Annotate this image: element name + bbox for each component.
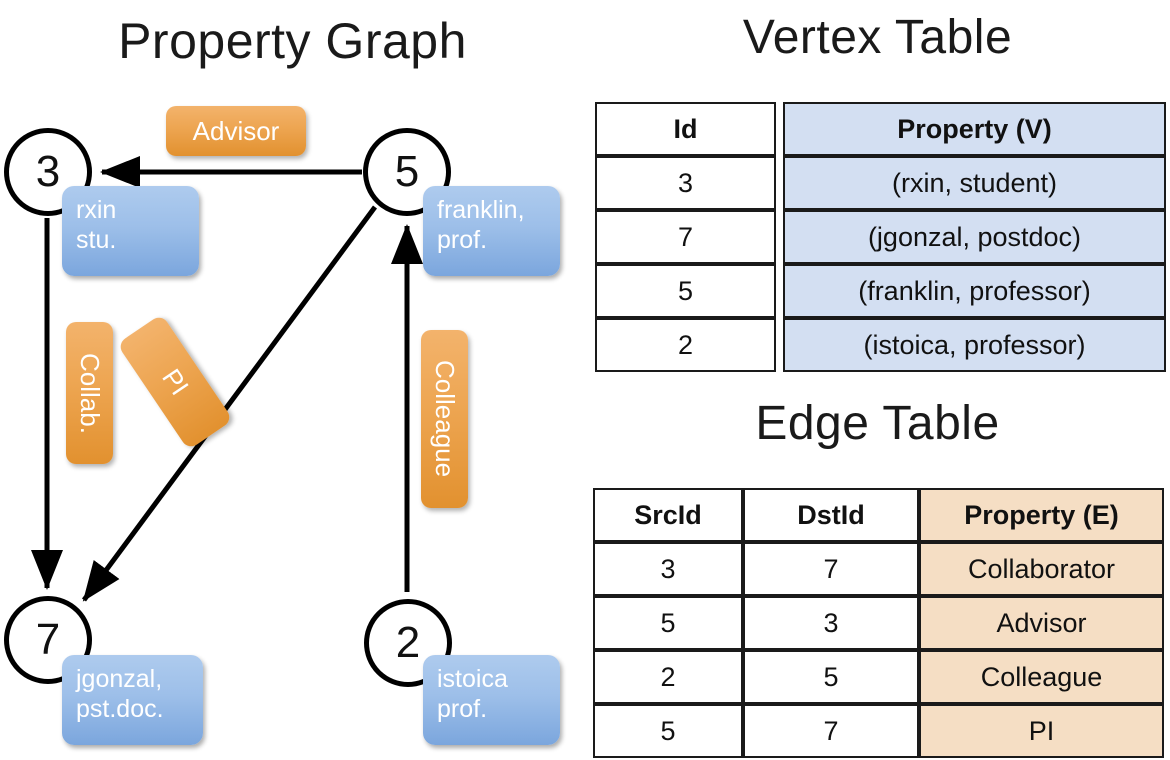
vertex-cell-id: 5 — [595, 264, 776, 318]
node-property-box-7: jgonzal, pst.doc. — [62, 655, 203, 745]
vertex-cell-id: 2 — [595, 318, 776, 372]
edge-5-to-7 — [81, 205, 378, 602]
edge-cell-dstid: 5 — [743, 650, 919, 704]
edge-cell-property: Collaborator — [919, 542, 1164, 596]
edge-cell-srcid: 5 — [593, 596, 743, 650]
node-property-box-2: istoica prof. — [423, 655, 560, 745]
table-row[interactable]: 2 5 Colleague — [593, 650, 1164, 704]
vertex-column-gap — [776, 156, 783, 210]
table-row[interactable]: 2 (istoica, professor) — [595, 318, 1166, 372]
edge-table-title: Edge Table — [755, 397, 1000, 450]
vertex-cell-property: (jgonzal, postdoc) — [783, 210, 1166, 264]
vertex-column-gap — [776, 318, 783, 372]
graph-node-5-label: 5 — [394, 147, 420, 196]
graph-edges-layer — [31, 156, 423, 602]
node-property-2-line1: istoica — [437, 665, 508, 693]
graph-node-2-label: 2 — [395, 618, 421, 667]
vertex-table-title: Vertex Table — [742, 11, 1013, 64]
edge-label-colleague: Colleague — [421, 330, 468, 508]
table-row[interactable]: 3 7 Collaborator — [593, 542, 1164, 596]
node-property-5-line2: prof. — [437, 225, 488, 254]
edge-header-property: Property (E) — [919, 488, 1164, 542]
vertex-cell-id: 7 — [595, 210, 776, 264]
edge-cell-property: Colleague — [919, 650, 1164, 704]
node-property-box-5: franklin, prof. — [423, 186, 560, 276]
vertex-cell-property: (rxin, student) — [783, 156, 1166, 210]
edge-cell-srcid: 5 — [593, 704, 743, 758]
graph-node-2[interactable]: 2 — [364, 599, 452, 687]
vertex-column-gap — [776, 264, 783, 318]
edge-cell-dstid: 3 — [743, 596, 919, 650]
vertex-column-gap — [776, 210, 783, 264]
edge-header-dstid: DstId — [743, 488, 919, 542]
node-property-3-line1: rxin — [76, 196, 117, 224]
vertex-cell-property: (istoica, professor) — [783, 318, 1166, 372]
edge-label-advisor: Advisor — [166, 106, 306, 156]
graph-node-7-label: 7 — [35, 615, 61, 664]
vertex-cell-property: (franklin, professor) — [783, 264, 1166, 318]
node-property-box-3: rxin stu. — [62, 186, 199, 276]
node-property-5-line1: franklin, — [437, 196, 525, 224]
property-graph-title: Property Graph — [118, 13, 467, 69]
edge-cell-property: PI — [919, 704, 1164, 758]
edge-cell-srcid: 2 — [593, 650, 743, 704]
table-row[interactable]: 3 (rxin, student) — [595, 156, 1166, 210]
edge-table-header-row: SrcId DstId Property (E) — [593, 488, 1164, 542]
vertex-table: Id Property (V) 3 (rxin, student) 7 (jgo… — [595, 102, 1166, 372]
table-row[interactable]: 5 3 Advisor — [593, 596, 1164, 650]
table-row[interactable]: 5 7 PI — [593, 704, 1164, 758]
edge-table: SrcId DstId Property (E) 3 7 Collaborato… — [593, 488, 1164, 758]
node-property-3-line2: stu. — [76, 225, 117, 254]
node-property-7-line2: pst.doc. — [76, 694, 164, 723]
edge-cell-property: Advisor — [919, 596, 1164, 650]
vertex-cell-id: 3 — [595, 156, 776, 210]
edge-cell-dstid: 7 — [743, 704, 919, 758]
graph-node-3-label: 3 — [35, 147, 61, 196]
vertex-column-gap — [776, 102, 783, 156]
property-graph-diagram: 3 5 7 2 rxin stu. franklin, prof. jgonza… — [4, 106, 560, 745]
table-row[interactable]: 7 (jgonzal, postdoc) — [595, 210, 1166, 264]
edge-label-collab: Collab. — [66, 322, 113, 464]
graph-node-5[interactable]: 5 — [363, 128, 451, 216]
edge-cell-srcid: 3 — [593, 542, 743, 596]
vertex-header-property: Property (V) — [783, 102, 1166, 156]
table-row[interactable]: 5 (franklin, professor) — [595, 264, 1166, 318]
node-property-2-line2: prof. — [437, 694, 488, 723]
vertex-header-id: Id — [595, 102, 776, 156]
vertex-table-header-row: Id Property (V) — [595, 102, 1166, 156]
edge-cell-dstid: 7 — [743, 542, 919, 596]
node-property-7-line1: jgonzal, — [76, 665, 163, 693]
edge-header-srcid: SrcId — [593, 488, 743, 542]
